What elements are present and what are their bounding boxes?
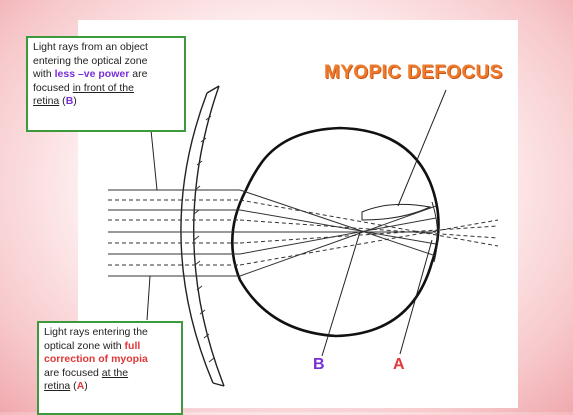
- lens-hatch-marks: [193, 115, 215, 363]
- note-line: with less –ve power are: [33, 68, 148, 80]
- note-line: optical zone with full: [44, 339, 141, 352]
- emphasis-correction: correction of myopia: [44, 353, 148, 365]
- note-line: retina (B): [33, 95, 77, 107]
- rays-to-focus-b: [239, 189, 437, 277]
- note-line: entering the optical zone: [33, 54, 148, 67]
- note-line: focused in front of the: [33, 81, 134, 94]
- emphasis-in-front: in front of the: [72, 81, 134, 94]
- crystalline-lens: [361, 203, 432, 221]
- emphasis-full: full: [124, 339, 141, 352]
- annotation-less-minus-power: Light rays from an object entering the o…: [26, 36, 186, 132]
- focus-point-a-label: A: [393, 356, 405, 373]
- note-line: correction of myopia: [44, 353, 176, 367]
- note-line: are focused at the: [44, 366, 129, 379]
- focus-point-b-label: B: [313, 356, 325, 373]
- incoming-rays-solid: [108, 189, 240, 277]
- eyeball: [231, 126, 440, 338]
- diagram-title: MYOPIC DEFOCUS: [324, 62, 503, 83]
- lens: [180, 85, 225, 387]
- rays-to-focus-a: [239, 199, 499, 266]
- note-line: retina (A): [44, 380, 88, 392]
- note-line: Light rays from an object: [33, 41, 148, 53]
- incoming-rays-dashed: [108, 199, 240, 266]
- emphasis-less-power: less –ve power: [54, 68, 130, 80]
- annotation-full-correction: Light rays entering the optical zone wit…: [37, 321, 183, 415]
- leader-lines: [146, 89, 447, 357]
- note-line: Light rays entering the: [44, 326, 148, 338]
